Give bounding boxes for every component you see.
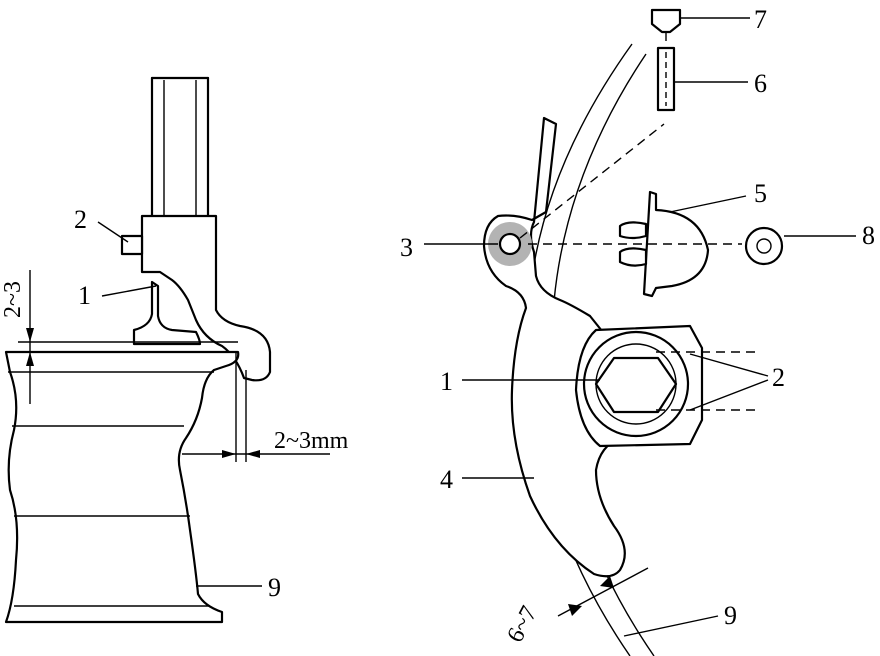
label-2-right: 2: [772, 363, 785, 392]
workpiece: [4, 350, 240, 624]
label-9-right: 9: [724, 601, 737, 630]
label-7: 7: [754, 5, 767, 34]
label-3: 3: [400, 233, 413, 262]
screw-head: [650, 8, 682, 34]
horizontal-dimension: 2~3mm: [182, 352, 349, 462]
clearance-label: 6~7: [502, 602, 542, 647]
right-view: 6~7 7 6 5 3 8 1 2 4 9: [400, 5, 875, 656]
label-9-left: 9: [268, 573, 281, 602]
washer: [744, 226, 784, 266]
label-6: 6: [754, 69, 767, 98]
label-1-right: 1: [440, 367, 453, 396]
assembly-axis-diagonal: [519, 123, 665, 239]
label-8: 8: [862, 221, 875, 250]
leader-1-left: [101, 285, 157, 297]
label-5: 5: [754, 179, 767, 208]
left-view: 2~3 2~3mm 2 1 9: [0, 76, 349, 624]
pivot-pin: [498, 232, 522, 256]
mount-bracket: [140, 214, 272, 382]
leader-2-left: [97, 221, 129, 243]
label-1-left: 1: [78, 281, 91, 310]
hex-nut: [594, 356, 678, 414]
locating-pin: [120, 234, 144, 256]
label-4: 4: [440, 465, 453, 494]
vertical-rod: [150, 76, 210, 218]
vertical-dimension: 2~3: [0, 270, 238, 404]
horizontal-gap-label: 2~3mm: [274, 428, 349, 454]
press-foot: [132, 280, 202, 346]
label-2-left: 2: [74, 205, 87, 234]
retaining-clip: [642, 190, 710, 298]
vertical-gap-label: 2~3: [0, 281, 26, 318]
